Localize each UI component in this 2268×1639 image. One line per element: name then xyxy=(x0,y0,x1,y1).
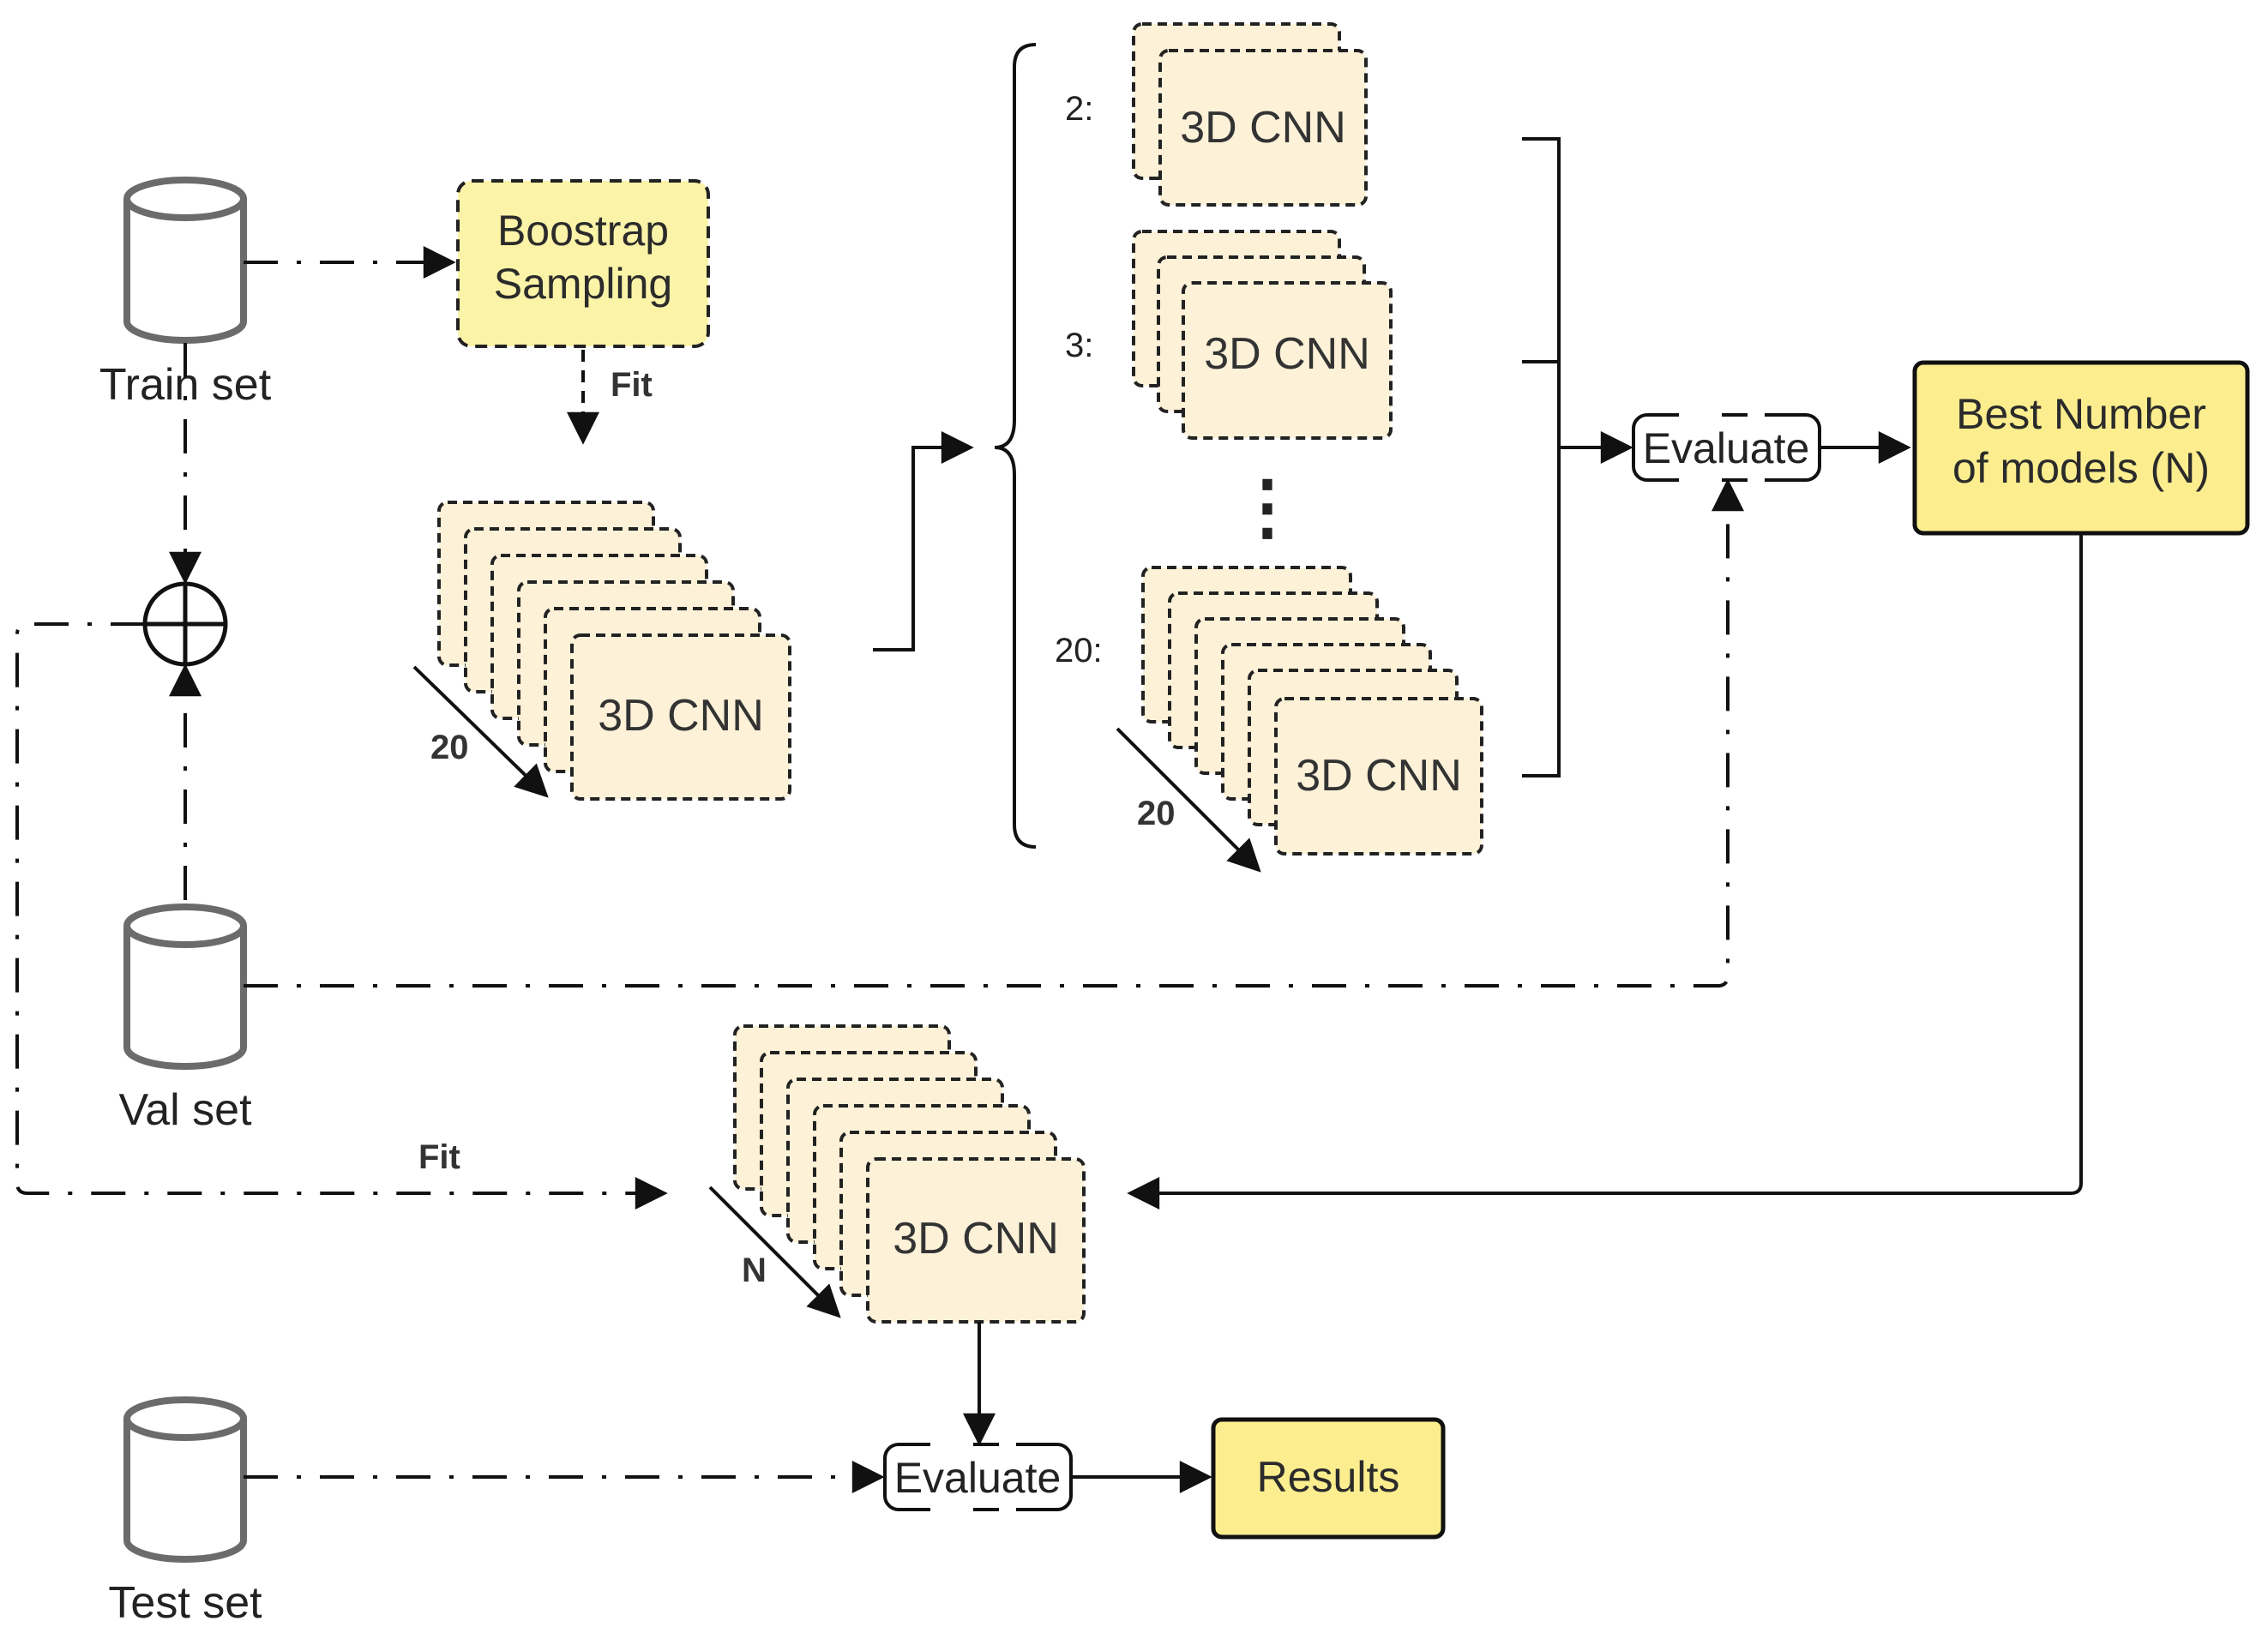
evaluate-bottom-label: Evaluate xyxy=(894,1454,1062,1502)
bootstrap-sampling-box: Boostrap Sampling xyxy=(456,179,710,348)
final-model-stack: 3D CNN xyxy=(733,1024,1086,1324)
final-count-arrow xyxy=(708,1186,841,1318)
test-set-cylinder-icon xyxy=(123,1396,247,1563)
results-box: Results xyxy=(1211,1417,1446,1540)
sampling-line-1: Boostrap xyxy=(497,207,669,255)
stack-count-arrow xyxy=(412,665,549,798)
stack-count-label: 20 xyxy=(430,729,469,766)
cnn-label-final: 3D CNN xyxy=(893,1214,1059,1264)
cnn-label-ens20: 3D CNN xyxy=(1296,751,1462,801)
evaluate-top-box: Evaluate xyxy=(1632,410,1821,485)
train-set-cylinder-icon xyxy=(123,177,247,344)
ens20-count-arrow xyxy=(1116,727,1261,873)
combine-circle-plus-icon xyxy=(142,581,228,667)
ensemble-prefix-3: 3: xyxy=(1065,327,1093,364)
cnn-label-bootstrap: 3D CNN xyxy=(598,691,764,741)
ensemble-2-stack: 3D CNN xyxy=(1132,22,1368,207)
ensemble-20-stack: 3D CNN xyxy=(1141,566,1483,856)
test-set-label: Test set xyxy=(108,1578,262,1628)
ellipsis-icon: ⋮ xyxy=(1231,466,1303,547)
final-fit-label: Fit xyxy=(418,1138,460,1176)
left-curly-brace xyxy=(994,43,1037,849)
evaluate-bottom-box: Evaluate xyxy=(883,1439,1073,1515)
final-count-label: N xyxy=(742,1252,767,1289)
sampling-line-2: Sampling xyxy=(494,260,672,308)
evaluate-top-label: Evaluate xyxy=(1643,424,1810,472)
combined-fit-arrow xyxy=(15,622,668,1210)
best-to-final-arrow xyxy=(1127,533,2083,1210)
val-set-label: Val set xyxy=(118,1085,252,1135)
best-line-1: Best Number xyxy=(1956,390,2206,438)
results-label: Results xyxy=(1257,1453,1400,1501)
cnn-label-ens3: 3D CNN xyxy=(1204,329,1370,379)
cnn-label-ens2: 3D CNN xyxy=(1180,103,1346,153)
right-bracket xyxy=(1522,137,1561,777)
val-to-evaluate-arrow xyxy=(244,478,1744,988)
best-line-2: of models (N) xyxy=(1952,444,2210,492)
ensemble-prefix-20: 20: xyxy=(1055,632,1103,669)
fit-label: Fit xyxy=(611,366,653,404)
to-ensembles-connector xyxy=(873,431,974,651)
ens20-count-label: 20 xyxy=(1137,795,1176,832)
best-number-box: Best Number of models (N) xyxy=(1912,360,2250,536)
bootstrap-model-stack: 3D CNN xyxy=(437,501,791,801)
val-set-cylinder-icon xyxy=(123,904,247,1070)
ensemble-prefix-2: 2: xyxy=(1065,90,1093,128)
ensemble-3-stack: 3D CNN xyxy=(1132,230,1393,440)
